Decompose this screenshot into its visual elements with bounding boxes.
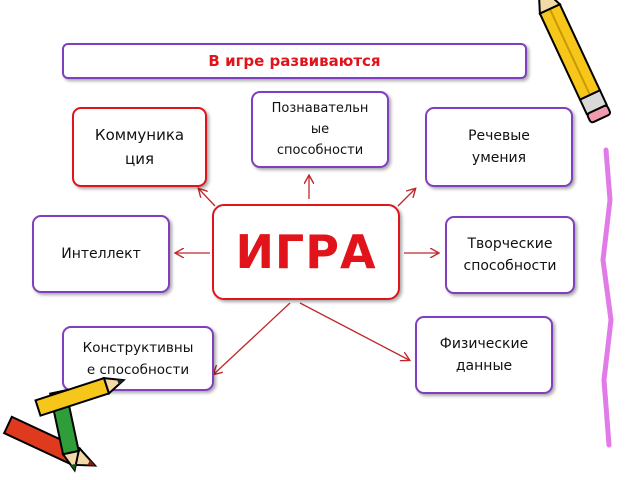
pencil-icon-yellow xyxy=(34,376,126,417)
node-intellect: Интеллект xyxy=(32,215,170,293)
arrow-to-rech xyxy=(397,189,415,207)
node-creative-abilities: Творческие способности xyxy=(445,216,575,294)
node-constructive-abilities: Конструктивны е способности xyxy=(62,326,214,391)
arrow-to-komm xyxy=(199,189,216,207)
node-physical-data: Физические данные xyxy=(415,316,553,394)
crayon-stroke-icon xyxy=(600,147,614,448)
diagram-title: В игре развиваются xyxy=(62,43,527,79)
center-node-igra: ИГРА xyxy=(212,204,400,300)
arrow-to-fiz xyxy=(299,302,409,360)
node-cognitive-abilities: Познавательн ые способности xyxy=(251,91,389,168)
arrow-to-konstr xyxy=(214,302,291,374)
node-communication: Коммуника ция xyxy=(72,107,207,187)
node-speech-skills: Речевые умения xyxy=(425,107,573,187)
pencil-icon-red xyxy=(2,415,98,467)
pencil-icon-top-right xyxy=(537,0,611,124)
